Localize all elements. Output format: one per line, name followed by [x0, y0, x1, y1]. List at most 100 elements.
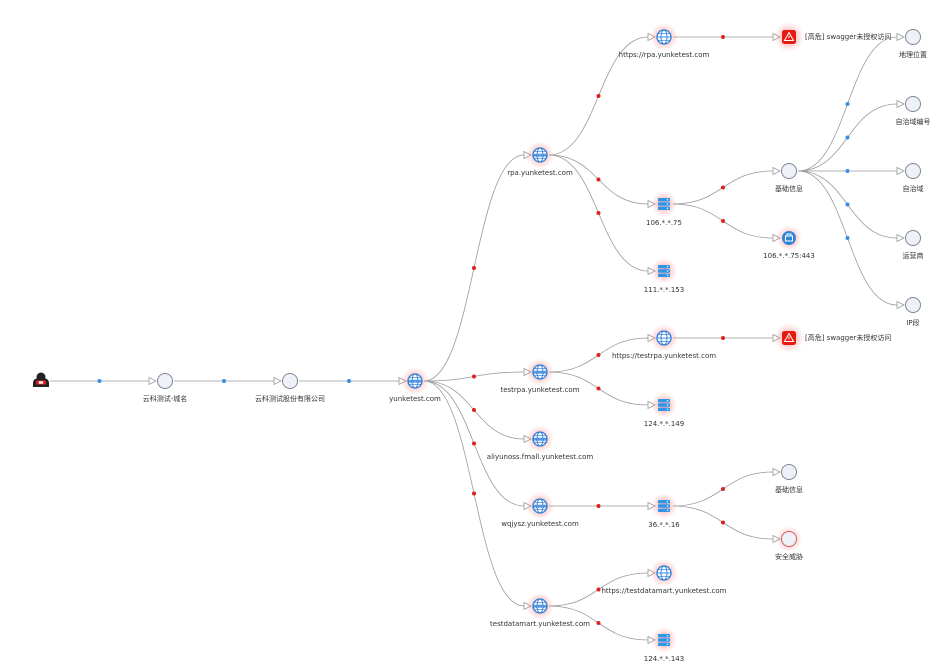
edge-yunketest-testdm [423, 380, 532, 611]
edge-midpoint-dot [472, 491, 476, 496]
globe-icon: WWW [401, 367, 429, 395]
node-ip111[interactable] [651, 258, 677, 284]
node-ip124b[interactable] [651, 627, 677, 653]
edge-midpoint-dot [721, 219, 725, 223]
svg-text:WWW: WWW [533, 370, 548, 376]
graph-nodes: WWW WWW WWW WWW WWW WWW [33, 22, 921, 653]
node-label-rpa: rpa.yunketest.com [507, 169, 573, 177]
node-label-geo: 地理位置 [899, 51, 927, 59]
edge-midpoint-dot [596, 177, 601, 182]
edge-basic1-as [797, 166, 905, 176]
edge-company-yunketest [299, 376, 407, 386]
circle-icon [905, 297, 921, 313]
edge-ip36-basic2 [672, 467, 781, 507]
globe-icon [650, 23, 678, 51]
edge-ip36-threat [672, 505, 781, 544]
node-label-cat-domain: 云科测试-城名 [142, 395, 188, 403]
globe-icon: WWW [526, 492, 554, 520]
edge-midpoint-dot [721, 185, 725, 190]
circle-icon [157, 373, 173, 389]
edge-midpoint-dot [596, 94, 601, 98]
node-company[interactable] [282, 373, 298, 389]
node-testrpa[interactable]: WWW [526, 358, 554, 386]
edge-ip106-port443 [672, 203, 781, 243]
circle-icon [905, 29, 921, 45]
edge-midpoint-dot [721, 336, 725, 340]
svg-text:WWW: WWW [533, 604, 548, 610]
server-icon [651, 627, 677, 653]
node-label-threat: 安全威胁 [775, 553, 803, 561]
node-threat[interactable] [776, 526, 802, 552]
node-label-testrpa-https: https://testrpa.yunketest.com [611, 352, 717, 360]
node-label-testdm-https: https://testdatamart.yunketest.com [601, 587, 727, 595]
edge-ip106-basic1 [672, 166, 781, 205]
node-label-ip106: 106.*.*.75 [646, 219, 682, 227]
node-label-vuln1: [高危] swagger未授权访问 [805, 33, 892, 41]
edge-midpoint-dot [222, 379, 226, 383]
node-ip36[interactable] [651, 493, 677, 519]
node-isp[interactable] [905, 230, 921, 246]
node-asn[interactable] [905, 96, 921, 112]
node-basic1[interactable] [781, 163, 797, 179]
node-yunketest[interactable]: WWW [401, 367, 429, 395]
circle-icon [282, 373, 298, 389]
edge-midpoint-dot [721, 520, 725, 525]
node-label-port443: 106.*.*.75:443 [763, 252, 815, 260]
edge-midpoint-dot [845, 169, 850, 173]
edge-rpa_https-vuln1 [673, 32, 781, 42]
node-rpa[interactable]: WWW [526, 141, 554, 169]
edge-midpoint-dot [596, 353, 601, 357]
server-icon [651, 191, 677, 217]
svg-text:WWW: WWW [533, 504, 548, 510]
node-root[interactable] [33, 372, 49, 388]
node-aliyun[interactable]: WWW [526, 425, 554, 453]
globe-icon [650, 324, 678, 352]
edge-midpoint-dot [721, 35, 725, 39]
node-basic2[interactable] [781, 464, 797, 480]
node-geo[interactable] [905, 29, 921, 45]
edge-basic1-asn [797, 99, 905, 172]
edge-midpoint-dot [472, 374, 476, 379]
edge-midpoint-dot [845, 236, 850, 240]
edge-midpoint-dot [845, 102, 850, 106]
globe-icon [650, 559, 678, 587]
edge-midpoint-dot [347, 379, 351, 383]
node-label-ip111: 111.*.*.153 [643, 286, 685, 294]
node-rpa-https[interactable] [650, 23, 678, 51]
circle-icon [905, 163, 921, 179]
node-ip124a[interactable] [651, 392, 677, 418]
edge-midpoint-dot [596, 621, 601, 625]
port-icon [776, 225, 802, 251]
edge-midpoint-dot [845, 135, 850, 140]
svg-text:WWW: WWW [533, 153, 548, 159]
edge-midpoint-dot [845, 202, 850, 207]
node-vuln1[interactable] [774, 22, 804, 52]
node-vuln2[interactable] [774, 323, 804, 353]
edge-basic1-geo [797, 32, 905, 172]
node-label-rpa-https: https://rpa.yunketest.com [618, 51, 710, 59]
node-ipseg[interactable] [905, 297, 921, 313]
server-icon [651, 392, 677, 418]
edge-midpoint-dot [596, 386, 601, 391]
node-label-wqjysz: wqjysz.yunketest.com [501, 520, 579, 528]
node-testdm[interactable]: WWW [526, 592, 554, 620]
edge-yunketest-rpa [423, 150, 532, 382]
globe-icon: WWW [526, 592, 554, 620]
edge-yunketest-testrpa [423, 367, 532, 382]
node-testdm-https[interactable] [650, 559, 678, 587]
node-as[interactable] [905, 163, 921, 179]
node-cat-domain[interactable] [157, 373, 173, 389]
edge-midpoint-dot [97, 379, 102, 383]
node-ip106[interactable] [651, 191, 677, 217]
edge-basic1-ipseg [797, 170, 905, 310]
warning-icon [774, 323, 804, 353]
node-port443[interactable] [776, 225, 802, 251]
node-testrpa-https[interactable] [650, 324, 678, 352]
edge-basic1-isp [797, 170, 905, 243]
warning-icon [774, 22, 804, 52]
node-label-yunketest: yunketest.com [389, 395, 441, 403]
node-label-testrpa: testrpa.yunketest.com [500, 386, 580, 394]
circle-icon [781, 464, 797, 480]
node-wqjysz[interactable]: WWW [526, 492, 554, 520]
